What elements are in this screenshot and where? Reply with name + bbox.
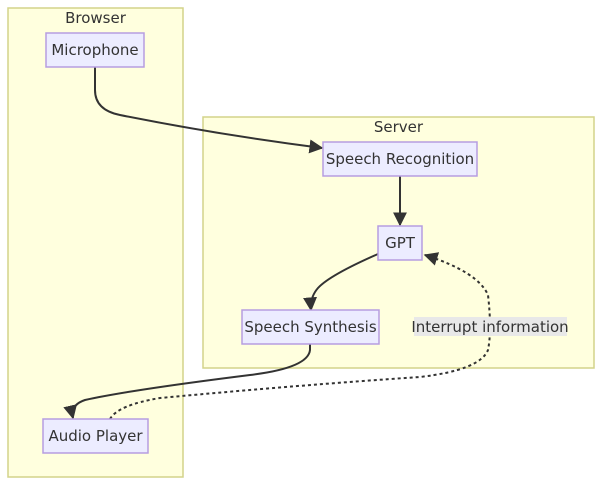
node-speech-recognition-label: Speech Recognition — [326, 150, 474, 168]
edge-label-background — [414, 317, 567, 336]
node-audio-player[interactable]: Audio Player — [42, 418, 149, 454]
node-gpt[interactable]: GPT — [377, 225, 423, 261]
node-audio-player-box[interactable] — [42, 418, 149, 454]
edge-label-text: Interrupt information — [411, 318, 568, 336]
edge-speech-synthesis-to-audio-player — [63, 344, 311, 420]
edge-microphone-to-speech-recognition — [94, 67, 324, 154]
node-gpt-label: GPT — [385, 234, 416, 252]
node-speech-recognition[interactable]: Speech Recognition — [322, 141, 478, 177]
node-microphone[interactable]: Microphone — [45, 32, 145, 68]
edge-gpt-to-speech-synthesis — [303, 253, 379, 312]
node-speech-synthesis-label: Speech Synthesis — [244, 318, 377, 336]
node-speech-recognition-box[interactable] — [322, 141, 478, 177]
node-microphone-box[interactable] — [45, 32, 145, 68]
node-audio-player-label: Audio Player — [48, 427, 143, 445]
node-speech-synthesis-box[interactable] — [241, 309, 380, 345]
edge-audio-player-to-gpt-interrupt — [109, 252, 491, 420]
node-speech-synthesis[interactable]: Speech Synthesis — [241, 309, 380, 345]
node-gpt-box[interactable] — [377, 225, 423, 261]
node-microphone-label: Microphone — [51, 41, 138, 59]
edge-label-interrupt-information: Interrupt information — [411, 317, 569, 336]
cluster-browser-label: Browser — [65, 9, 127, 27]
cluster-server-label: Server — [374, 118, 424, 136]
